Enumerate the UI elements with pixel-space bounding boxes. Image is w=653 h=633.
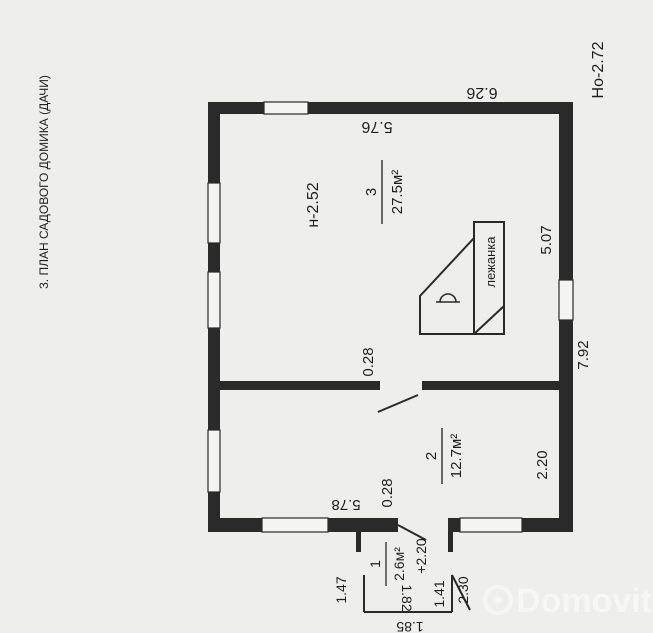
dim-porch-outer: 1.85 — [396, 619, 423, 633]
room-1-area: 2.6м² — [391, 547, 407, 581]
dim-porch-inner: 1.82 — [399, 584, 415, 611]
window-left-2 — [207, 271, 221, 329]
dim-lower-inner: 5.78 — [331, 496, 360, 513]
room-1-number: 1 — [367, 560, 383, 568]
stove-outline — [419, 237, 475, 335]
dim-right-lower: 2.20 — [534, 450, 551, 479]
door-swing — [377, 394, 419, 413]
stove-diagonal — [473, 305, 505, 335]
stove — [419, 221, 505, 335]
dim-inner-top: 5.76 — [361, 118, 392, 135]
dim-outer-top: 6.26 — [466, 84, 497, 101]
room-2-area: 12.7м² — [448, 434, 465, 479]
dim-porch-height: +2.20 — [413, 538, 429, 574]
door-swing-entrance — [397, 524, 427, 541]
porch-post-right — [448, 532, 453, 552]
dim-porch-right: 2.30 — [455, 576, 471, 603]
windows — [207, 101, 574, 533]
window-right — [558, 279, 574, 321]
stove-body — [473, 221, 505, 335]
porch — [356, 524, 471, 613]
room-3-height: н-2.52 — [305, 182, 322, 227]
watermark: Domovita — [483, 582, 653, 620]
window-bottom-1 — [261, 517, 329, 533]
room-3-number: 3 — [363, 188, 380, 196]
total-height-label: Но-2.72 — [590, 41, 607, 98]
watermark-text: Domovita — [516, 582, 653, 620]
room-3-area: 27.5м² — [389, 170, 406, 215]
stove-label: лежанка — [483, 236, 498, 288]
dim-right-upper: 5.07 — [538, 225, 555, 254]
window-left-3 — [207, 429, 221, 493]
porch-post-left — [356, 532, 361, 552]
porch-leader — [451, 574, 471, 611]
watermark-logo-icon — [483, 585, 513, 615]
partition-right — [422, 381, 560, 390]
plan-title: 3. ПЛАН САДОВОГО ДОМИКА (ДАЧИ) — [37, 75, 51, 289]
stove-arc — [439, 293, 457, 303]
room-2-number: 2 — [423, 452, 440, 460]
dim-bottom-wall: 0.28 — [379, 478, 396, 507]
dim-porch-depth: 1.41 — [431, 580, 447, 607]
top-wall — [208, 102, 573, 114]
watermark-logo-dot-icon — [494, 596, 502, 604]
window-bottom-2 — [459, 517, 523, 533]
dim-right-total: 7.92 — [575, 340, 592, 369]
partition-left — [220, 381, 380, 390]
window-left-1 — [207, 182, 221, 244]
dim-porch-left: 1.47 — [333, 576, 349, 603]
dim-partition-thickness: 0.28 — [360, 347, 377, 376]
window-top — [263, 101, 309, 115]
partition-wall — [220, 381, 560, 413]
